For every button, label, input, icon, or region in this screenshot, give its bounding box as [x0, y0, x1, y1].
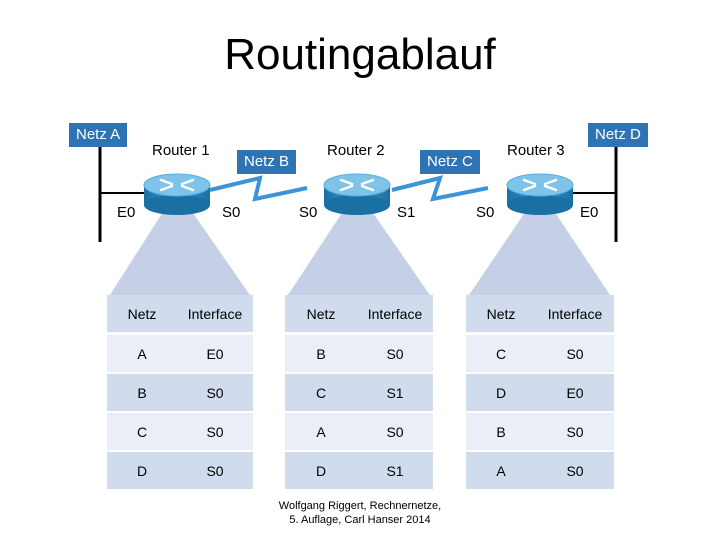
serial-link-netz-b	[209, 175, 308, 202]
table-cell: S1	[357, 373, 433, 413]
routing-funnel-3	[467, 190, 612, 298]
table-cell: B	[107, 373, 177, 413]
routing-table-router-2: Netz Interface B S0 C S1 A S0 D S1	[285, 295, 433, 491]
router-1-right-interface: S0	[222, 204, 241, 221]
table-cell: S0	[536, 333, 614, 374]
netz-c-label: Netz C	[420, 150, 480, 174]
table-cell: D	[107, 451, 177, 491]
table-cell: S0	[357, 412, 433, 452]
routing-table-router-1: Netz Interface A E0 B S0 C S0 D S0	[107, 295, 253, 491]
table-cell: S0	[357, 333, 433, 374]
routing-table-router-3: Netz Interface C S0 D E0 B S0 A S0	[466, 295, 614, 491]
table-cell: S0	[177, 373, 253, 413]
table-row: C S0	[107, 412, 253, 452]
table-header-netz: Netz	[466, 295, 536, 335]
table-cell: B	[466, 412, 536, 452]
serial-link-netz-c	[391, 175, 489, 202]
table-row: B S0	[466, 412, 614, 452]
router-3-name: Router 3	[507, 142, 565, 159]
table-row: A S0	[285, 412, 433, 452]
router-2-name: Router 2	[327, 142, 385, 159]
router-3-left-interface: S0	[476, 204, 495, 221]
table-cell: A	[285, 412, 357, 452]
table-cell: E0	[536, 373, 614, 413]
credit-line-1: Wolfgang Riggert, Rechnernetze,	[278, 500, 442, 512]
netz-b-label: Netz B	[237, 150, 297, 174]
router-1-name: Router 1	[152, 142, 210, 159]
table-cell: S0	[536, 451, 614, 491]
table-cell: A	[107, 333, 177, 374]
table-row: A E0	[107, 333, 253, 374]
table-header-interface: Interface	[536, 295, 614, 335]
table-row: D S1	[285, 451, 433, 491]
page-title: Routingablauf	[224, 30, 496, 79]
router-1-left-interface: E0	[117, 204, 136, 221]
table-cell: C	[285, 373, 357, 413]
router-icon-1	[143, 173, 211, 215]
table-cell: B	[285, 333, 357, 374]
table-cell: C	[107, 412, 177, 452]
table-row: D E0	[466, 373, 614, 413]
table-cell: D	[466, 373, 536, 413]
credit-line-2: 5. Auflage, Carl Hanser 2014	[289, 514, 431, 526]
table-cell: D	[285, 451, 357, 491]
table-row: D S0	[107, 451, 253, 491]
table-cell: S1	[357, 451, 433, 491]
netz-d-label: Netz D	[588, 123, 648, 147]
table-cell: E0	[177, 333, 253, 374]
table-row: B S0	[107, 373, 253, 413]
table-cell: C	[466, 333, 536, 374]
table-row: C S0	[466, 333, 614, 374]
table-header-interface: Interface	[177, 295, 253, 335]
router-2-right-interface: S1	[397, 204, 416, 221]
table-header-netz: Netz	[285, 295, 357, 335]
router-icon-2	[323, 173, 391, 215]
routing-funnel-1	[108, 190, 252, 298]
table-header-interface: Interface	[357, 295, 433, 335]
source-credit: Wolfgang Riggert, Rechnernetze, 5. Aufla…	[240, 499, 480, 527]
router-icon-3	[506, 173, 574, 215]
table-cell: A	[466, 451, 536, 491]
table-cell: S0	[177, 412, 253, 452]
table-row: C S1	[285, 373, 433, 413]
routing-funnel-2	[286, 190, 432, 298]
netz-a-label: Netz A	[69, 123, 128, 147]
router-2-left-interface: S0	[299, 204, 318, 221]
table-cell: S0	[536, 412, 614, 452]
router-3-right-interface: E0	[580, 204, 599, 221]
table-header-netz: Netz	[107, 295, 177, 335]
table-cell: S0	[177, 451, 253, 491]
table-row: B S0	[285, 333, 433, 374]
table-row: A S0	[466, 451, 614, 491]
